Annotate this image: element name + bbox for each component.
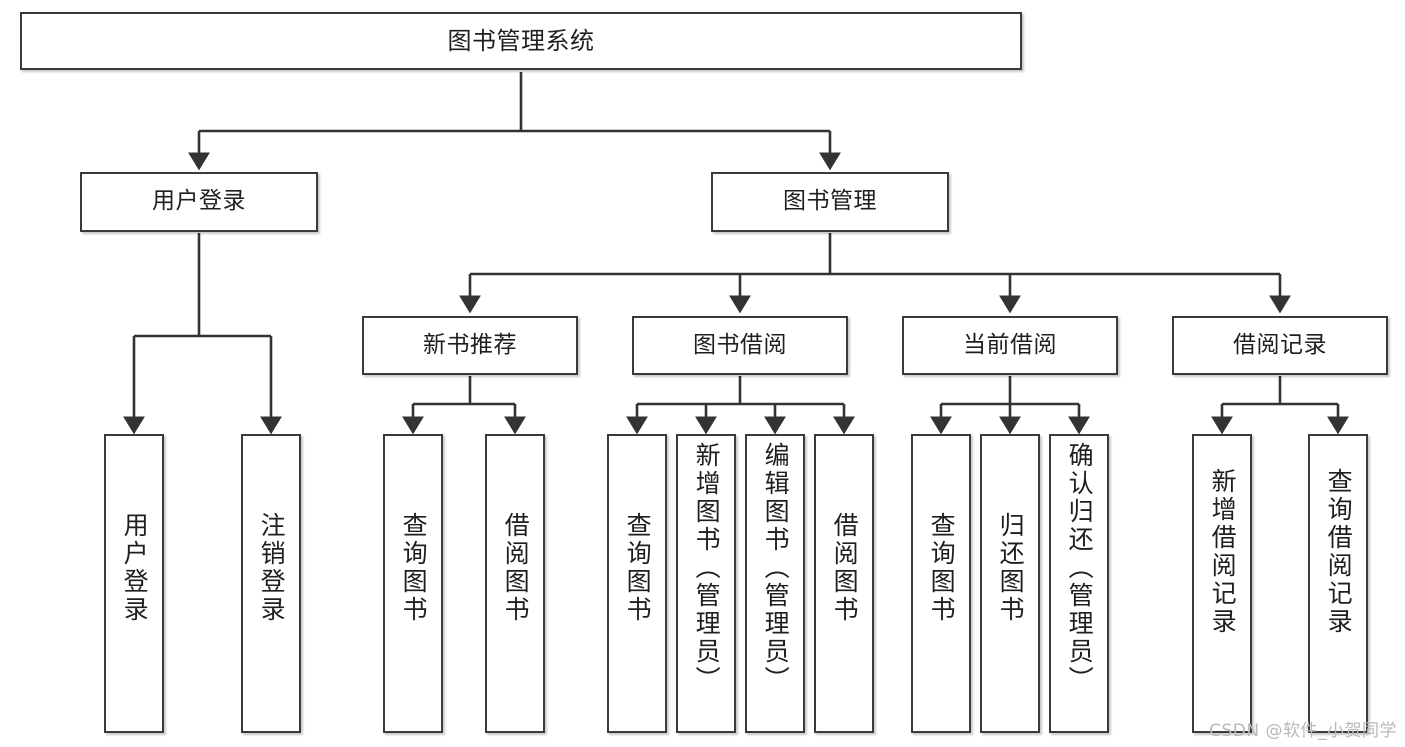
node-label: 新书推荐: [423, 331, 517, 358]
leaf-user-login-login[interactable]: 用户登录: [104, 434, 164, 733]
node-label: 查询图书: [623, 512, 653, 624]
leaf-current-borrow-return-book[interactable]: 归还图书: [980, 434, 1040, 733]
leaf-borrow-record-query-record[interactable]: 查询借阅记录: [1308, 434, 1368, 733]
node-label: 图书管理: [783, 188, 877, 215]
leaf-book-borrow-query-book[interactable]: 查询图书: [607, 434, 667, 733]
node-label: 归还图书: [996, 512, 1026, 624]
node-user-login[interactable]: 用户登录: [80, 172, 318, 232]
node-label: 查询图书: [927, 512, 957, 624]
node-label: 确认归还（管理员）: [1065, 442, 1095, 694]
node-label: 注销登录: [257, 512, 287, 624]
node-label: 借阅图书: [501, 512, 531, 624]
node-root-book-management-system[interactable]: 图书管理系统: [20, 12, 1022, 70]
node-label: 图书管理系统: [447, 26, 595, 55]
node-label: 当前借阅: [963, 331, 1057, 358]
node-label: 图书借阅: [693, 331, 787, 358]
node-label: 新增图书（管理员）: [692, 442, 722, 694]
csdn-watermark: CSDN @软件_小贺同学: [1209, 721, 1397, 741]
node-book-borrow[interactable]: 图书借阅: [632, 316, 848, 375]
leaf-book-borrow-add-book-admin[interactable]: 新增图书（管理员）: [676, 434, 736, 733]
node-new-book-recommend[interactable]: 新书推荐: [362, 316, 578, 375]
node-label: 编辑图书（管理员）: [761, 442, 791, 694]
leaf-user-login-logout[interactable]: 注销登录: [241, 434, 301, 733]
node-label: 用户登录: [120, 512, 150, 624]
leaf-book-borrow-borrow-book[interactable]: 借阅图书: [814, 434, 874, 733]
leaf-borrow-record-add-record[interactable]: 新增借阅记录: [1192, 434, 1252, 733]
node-borrow-record[interactable]: 借阅记录: [1172, 316, 1388, 375]
leaf-new-book-query-book[interactable]: 查询图书: [383, 434, 443, 733]
leaf-current-borrow-query-book[interactable]: 查询图书: [911, 434, 971, 733]
leaf-current-borrow-confirm-return-admin[interactable]: 确认归还（管理员）: [1049, 434, 1109, 733]
node-label: 查询借阅记录: [1324, 468, 1354, 636]
node-label: 借阅图书: [830, 512, 860, 624]
node-book-management[interactable]: 图书管理: [711, 172, 949, 232]
node-label: 新增借阅记录: [1208, 468, 1238, 636]
leaf-book-borrow-edit-book-admin[interactable]: 编辑图书（管理员）: [745, 434, 805, 733]
node-label: 查询图书: [399, 512, 429, 624]
node-label: 用户登录: [152, 188, 246, 215]
leaf-new-book-borrow-book[interactable]: 借阅图书: [485, 434, 545, 733]
node-current-borrow[interactable]: 当前借阅: [902, 316, 1118, 375]
node-label: 借阅记录: [1233, 331, 1327, 358]
